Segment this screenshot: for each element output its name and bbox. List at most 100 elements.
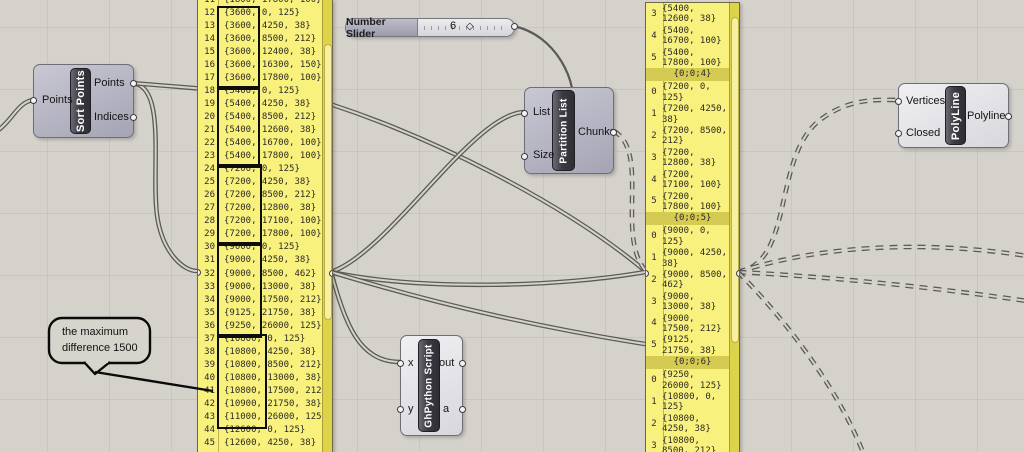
component-partition-list[interactable]: Partition List List Size Chunks	[521, 87, 617, 174]
partition-list-capsule[interactable]: Partition List	[552, 90, 575, 171]
polyline-output-polyline-label: Polyline	[967, 110, 1006, 122]
panel-row: 45{12600, 4250, 38}	[204, 438, 317, 449]
wire-left-panel-to-partition-list[interactable]	[330, 109, 525, 275]
group-outline-5400	[217, 86, 260, 168]
component-polyline[interactable]: PolyLine Vertices Closed Polyline	[895, 83, 1012, 148]
ghpython-output-a-nub[interactable]	[459, 406, 466, 413]
panel-row: 1{7200, 4250,38}	[651, 104, 728, 125]
panel-row: 19{5400, 4250, 38}	[204, 98, 311, 109]
polyline-input-closed-nub[interactable]	[895, 130, 902, 137]
component-ghpython-script[interactable]: GhPython Script x y out a	[397, 335, 466, 436]
panel-row: 29{7200, 17800, 100}	[204, 229, 322, 240]
panel-row: 23{5400, 17800, 100}	[204, 151, 322, 162]
left-panel-output-nub[interactable]	[329, 270, 332, 277]
panel-row: 42{10900, 21750, 38}	[204, 398, 322, 409]
ghpython-input-y-label: y	[408, 403, 414, 415]
right-panel-scrollbar-handle[interactable]	[730, 17, 739, 343]
wire-left-panel-to-right-panel[interactable]	[330, 269, 646, 288]
ghpython-input-x-label: x	[408, 357, 414, 369]
partition-list-label: Partition List	[558, 97, 569, 164]
sort-points-input-points-nub[interactable]	[30, 97, 37, 104]
ghpython-input-y-nub[interactable]	[397, 406, 404, 413]
polyline-output-polyline-nub[interactable]	[1005, 113, 1012, 120]
partition-list-input-size-nub[interactable]	[521, 153, 528, 160]
panel-row: 4{7200,17100, 100}	[651, 169, 722, 191]
group-outline-7200	[217, 164, 262, 246]
polyline-input-vertices-nub[interactable]	[895, 98, 902, 105]
slider-handle-icon[interactable]: ◇	[466, 21, 474, 32]
wire-right-panel-east-upper[interactable]	[737, 244, 1024, 275]
panel-row: 0{9250,26000, 125}	[651, 370, 722, 391]
panel-row: 20{5400, 8500, 212}	[204, 111, 317, 122]
left-panel-scrollbar-handle[interactable]	[323, 44, 332, 320]
panel-row: 5{7200,17800, 100}	[651, 191, 722, 212]
panel-row: 38{10800, 4250, 38}	[204, 346, 317, 357]
panel-index-separator	[663, 3, 664, 452]
panel-tree-path-header: {0;0;4}	[646, 68, 739, 82]
panel-row: 5{5400,17800, 100}	[651, 47, 722, 69]
panel-row: 36{9250, 26000, 125}	[204, 320, 322, 331]
sort-points-output-indices-nub[interactable]	[130, 114, 137, 121]
scribble-note[interactable]: the maximum difference 1500	[62, 324, 138, 356]
panel-row: 14{3600, 8500, 212}	[204, 33, 317, 44]
panel-row: 3{9000,13000, 38}	[651, 291, 717, 313]
panel-row: 31{9000, 4250, 38}	[204, 255, 311, 266]
panel-row: 11{1800, 17800, 100}	[198, 0, 322, 6]
panel-row: 37{10800, 0, 125}	[204, 333, 306, 344]
panel-row: 39{10800, 8500, 212}	[204, 359, 322, 370]
panel-row: 12{3600, 0, 125}	[204, 7, 300, 18]
ghpython-label: GhPython Script	[423, 343, 435, 428]
sort-points-capsule[interactable]: Sort Points	[70, 68, 91, 134]
panel-row: 21{5400, 12600, 38}	[204, 124, 317, 135]
wire-left-panel-to-ghpython-x[interactable]	[328, 271, 401, 365]
ghpython-output-out-label: out	[439, 357, 455, 369]
number-slider[interactable]: Number Slider 6 ◇	[345, 16, 518, 40]
panel-row: 2{9000, 8500,462}	[651, 269, 728, 291]
panel-row: 1{10800, 0,125}	[651, 392, 717, 413]
slider-ticks	[424, 25, 505, 30]
wire-left-panel-east[interactable]	[330, 269, 701, 355]
panel-row: 3{5400,12600, 38}	[651, 4, 717, 25]
wire-input-to-sortpoints[interactable]	[0, 97, 34, 132]
component-sort-points[interactable]: Sort Points Points Points Indices	[30, 64, 137, 138]
wire-chunks-to-right-panel[interactable]	[612, 129, 647, 272]
panel-row: 4{5400,16700, 100}	[651, 25, 722, 47]
partition-list-input-list-nub[interactable]	[521, 110, 528, 117]
group-outline-10800	[217, 334, 267, 429]
panel-row: 32{9000, 8500, 462}	[204, 268, 317, 279]
left-panel-scrollbar-track[interactable]	[322, 0, 332, 452]
ghpython-input-x-nub[interactable]	[397, 360, 404, 367]
wire-right-panel-east-lower[interactable]	[737, 269, 1024, 303]
wire-right-panel-to-polyline[interactable]	[737, 97, 899, 275]
polyline-label: PolyLine	[949, 91, 962, 140]
ghpython-output-a-label: a	[443, 403, 450, 415]
group-outline-3600	[217, 6, 260, 90]
panel-partitioned-points[interactable]: 3{5400,12600, 38}4{5400,16700, 100}5{540…	[645, 2, 740, 452]
panel-row: 2{7200, 8500,212}	[651, 126, 728, 147]
panel-row: 16{3600, 16300, 150}	[204, 59, 322, 70]
wire-right-panel-south[interactable]	[736, 270, 866, 452]
partition-list-output-chunks-nub[interactable]	[610, 129, 617, 136]
slider-output-nub[interactable]	[511, 23, 518, 30]
right-panel-scrollbar-track[interactable]	[729, 3, 739, 452]
panel-sorted-points[interactable]: 11{1800, 17800, 100}12{3600, 0, 125}13{3…	[197, 0, 333, 452]
sort-points-input-points-label: Points	[42, 94, 73, 106]
scribble-note-line2: difference 1500	[62, 342, 138, 354]
sort-points-output-indices-label: Indices	[94, 111, 129, 123]
right-panel-output-nub[interactable]	[736, 270, 739, 277]
panel-row: 22{5400, 16700, 100}	[204, 138, 322, 149]
panel-row: 33{9000, 13000, 38}	[204, 281, 317, 292]
wire-sortpoints-to-left-panel[interactable]	[131, 80, 198, 274]
panel-row: 44{12600, 0, 125}	[204, 425, 306, 436]
polyline-input-vertices-label: Vertices	[906, 95, 946, 107]
panel-row: 27{7200, 12800, 38}	[204, 203, 317, 214]
ghpython-output-out-nub[interactable]	[459, 360, 466, 367]
ghpython-capsule[interactable]: GhPython Script	[418, 339, 440, 432]
polyline-input-closed-label: Closed	[906, 127, 941, 139]
sort-points-output-points-nub[interactable]	[130, 80, 137, 87]
panel-row: 4{9000,17500, 212}	[651, 313, 722, 334]
polyline-capsule[interactable]: PolyLine	[945, 86, 966, 145]
panel-tree-path-header: {0;0;5}	[646, 212, 739, 226]
